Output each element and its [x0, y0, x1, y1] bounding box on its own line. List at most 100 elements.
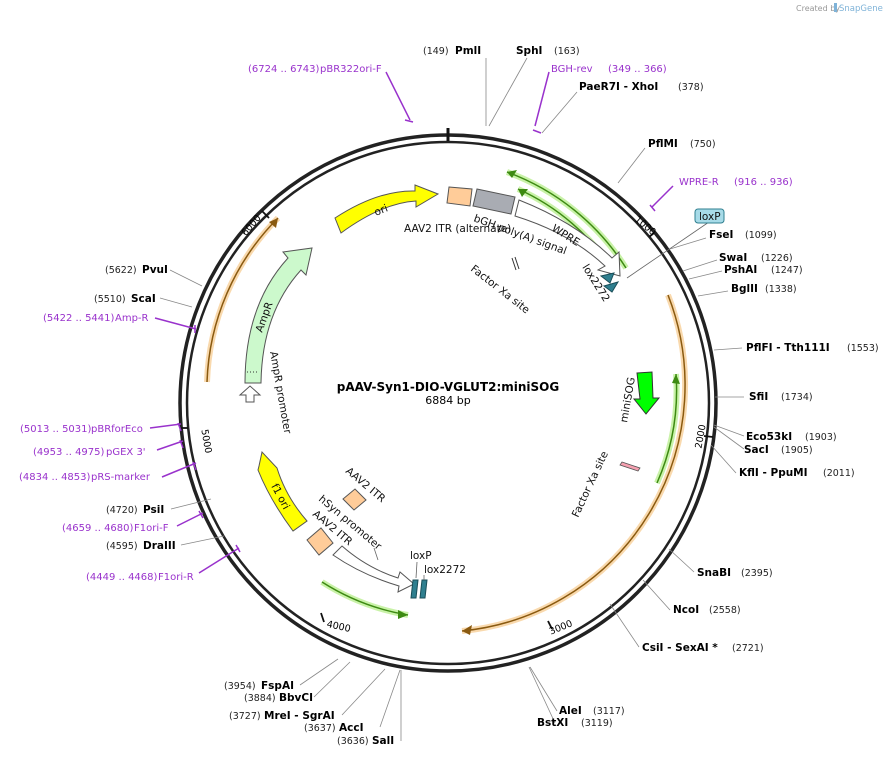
- bglii-pos: (1338): [765, 284, 797, 295]
- wprer-label[interactable]: WPRE-R: [679, 177, 719, 188]
- ori-feature[interactable]: [334, 184, 440, 234]
- draiii-pos: (4595): [106, 541, 138, 552]
- paer7i-label[interactable]: PaeR7I - XhoI: [579, 81, 658, 93]
- psii-label[interactable]: PsiI: [143, 504, 164, 516]
- bstxi-pos: (3119): [581, 718, 613, 729]
- pflfi-pos: (1553): [847, 343, 879, 354]
- ncoi-pos: (2558): [709, 605, 741, 616]
- f1orir-label[interactable]: F1ori-R: [158, 572, 194, 583]
- loxp-lower-marker[interactable]: [410, 579, 419, 599]
- alei-label[interactable]: AleI: [559, 705, 582, 717]
- aav2-itr-lower-feature[interactable]: [306, 527, 334, 556]
- fsei-pos: (1099): [745, 230, 777, 241]
- f1-ori-feature[interactable]: [257, 450, 308, 532]
- pbrforeco-pos: (5013 .. 5031): [20, 424, 92, 435]
- loxp-lower-label: loxP: [410, 550, 432, 562]
- lox2272-top-marker-2[interactable]: [602, 281, 620, 293]
- swai-label[interactable]: SwaI: [719, 252, 747, 264]
- sali-label[interactable]: SalI: [372, 735, 394, 747]
- aav2-itr-alt-feature[interactable]: [446, 186, 473, 207]
- sphi-label[interactable]: SphI: [516, 45, 542, 57]
- fsei-label[interactable]: FseI: [709, 229, 733, 241]
- factor-xa-right-marker[interactable]: [619, 461, 641, 472]
- pbr322-label[interactable]: pBR322ori-F: [320, 64, 382, 75]
- bstxi-label[interactable]: BstXI: [537, 717, 568, 729]
- kfli-label[interactable]: KflI - PpuMI: [739, 467, 808, 479]
- pvui-pos: (5622): [105, 265, 137, 276]
- wpre-feature[interactable]: [514, 199, 621, 277]
- fspai-label[interactable]: FspAI: [261, 680, 294, 692]
- fspai-pos: (3954): [224, 681, 256, 692]
- ampr-feature[interactable]: [244, 247, 313, 384]
- site-leader-lines: [159, 57, 745, 741]
- prs-label[interactable]: pRS-marker: [91, 472, 151, 483]
- snapgene-icon: [834, 3, 837, 12]
- pvui-label[interactable]: PvuI: [142, 264, 168, 276]
- ampr-primer-label[interactable]: Amp-R: [115, 313, 149, 324]
- green-arc-bottom-glow: [320, 579, 409, 618]
- pflmi-label[interactable]: PflMI: [648, 138, 678, 150]
- credit-brand: SnapGene: [839, 4, 883, 14]
- aav2-itr-alt-label: AAV2 ITR (alternate): [404, 223, 511, 235]
- acci-label[interactable]: AccI: [339, 722, 363, 734]
- orf-arc-right: [461, 294, 686, 632]
- tick-5000: 5000: [198, 429, 213, 455]
- lox2272-top-marker[interactable]: [599, 272, 615, 284]
- pshai-pos: (1247): [771, 265, 803, 276]
- minisog-feature[interactable]: [632, 371, 661, 415]
- eco53ki-pos: (1903): [805, 432, 837, 443]
- bbvci-label[interactable]: BbvCI: [279, 692, 313, 704]
- green-arc-right: [656, 373, 678, 484]
- pmli-label[interactable]: PmlI: [455, 45, 481, 57]
- ampr-primer-pos: (5422 .. 5441): [43, 313, 115, 324]
- bgh-feature[interactable]: [472, 188, 516, 215]
- pbr322-pos: (6724 .. 6743): [248, 64, 320, 75]
- draiii-label[interactable]: DraIII: [143, 540, 176, 552]
- bbvci-pos: (3884): [244, 693, 276, 704]
- aav2-itr-feature[interactable]: [342, 488, 367, 511]
- pshai-label[interactable]: PshAI: [724, 264, 757, 276]
- snabi-pos: (2395): [741, 568, 773, 579]
- pbrforeco-label[interactable]: pBRforEco: [91, 424, 143, 435]
- pflfi-label[interactable]: PflFI - Tth111I: [746, 342, 830, 354]
- ori-label: ori: [373, 202, 390, 218]
- mrei-label[interactable]: MreI - SgrAI: [264, 710, 335, 722]
- hsyn-feature[interactable]: [332, 545, 415, 593]
- psii-pos: (4720): [106, 505, 138, 516]
- sfii-label[interactable]: SfiI: [749, 391, 768, 403]
- loxp-box[interactable]: [694, 208, 725, 224]
- pgex-pos: (4953 .. 4975): [33, 447, 105, 458]
- pflmi-pos: (750): [690, 139, 716, 150]
- loxp-box-label: loxP: [699, 211, 721, 223]
- f1orif-label[interactable]: F1ori-F: [134, 523, 169, 534]
- paer7i-pos: (378): [678, 82, 704, 93]
- lox2272-lower-marker[interactable]: [419, 579, 428, 599]
- eco53ki-label[interactable]: Eco53kI: [746, 431, 792, 443]
- map-title: pAAV-Syn1-DIO-VGLUT2:miniSOG: [337, 380, 559, 394]
- scai-pos: (5510): [94, 294, 126, 305]
- f1orif-pos: (4659 .. 4680): [62, 523, 134, 534]
- pgex-label[interactable]: pGEX 3': [106, 447, 146, 458]
- snabi-label[interactable]: SnaBI: [697, 567, 731, 579]
- bghrev-label[interactable]: BGH-rev: [551, 64, 593, 75]
- wprer-pos: (916 .. 936): [734, 177, 793, 188]
- ampr-promoter-feature[interactable]: [238, 385, 262, 403]
- csii-label[interactable]: CsiI - SexAI *: [642, 642, 718, 654]
- acci-pos: (3637): [304, 723, 336, 734]
- f1orir-pos: (4449 .. 4468): [86, 572, 158, 583]
- sali-pos: (3636): [337, 736, 369, 747]
- green-arc-top: [506, 171, 627, 269]
- kfli-pos: (2011): [823, 468, 855, 479]
- sphi-pos: (163): [554, 46, 580, 57]
- saci-label[interactable]: SacI: [744, 444, 769, 456]
- csii-pos: (2721): [732, 643, 764, 654]
- tick-2000: 2000: [694, 424, 709, 450]
- alei-pos: (3117): [593, 706, 625, 717]
- ncoi-label[interactable]: NcoI: [673, 604, 699, 616]
- saci-pos: (1905): [781, 445, 813, 456]
- orf-arc-left: [206, 217, 279, 383]
- factor-xa-top-label: Factor Xa site: [468, 263, 532, 316]
- bglii-label[interactable]: BglII: [731, 283, 758, 295]
- scai-label[interactable]: ScaI: [131, 293, 156, 305]
